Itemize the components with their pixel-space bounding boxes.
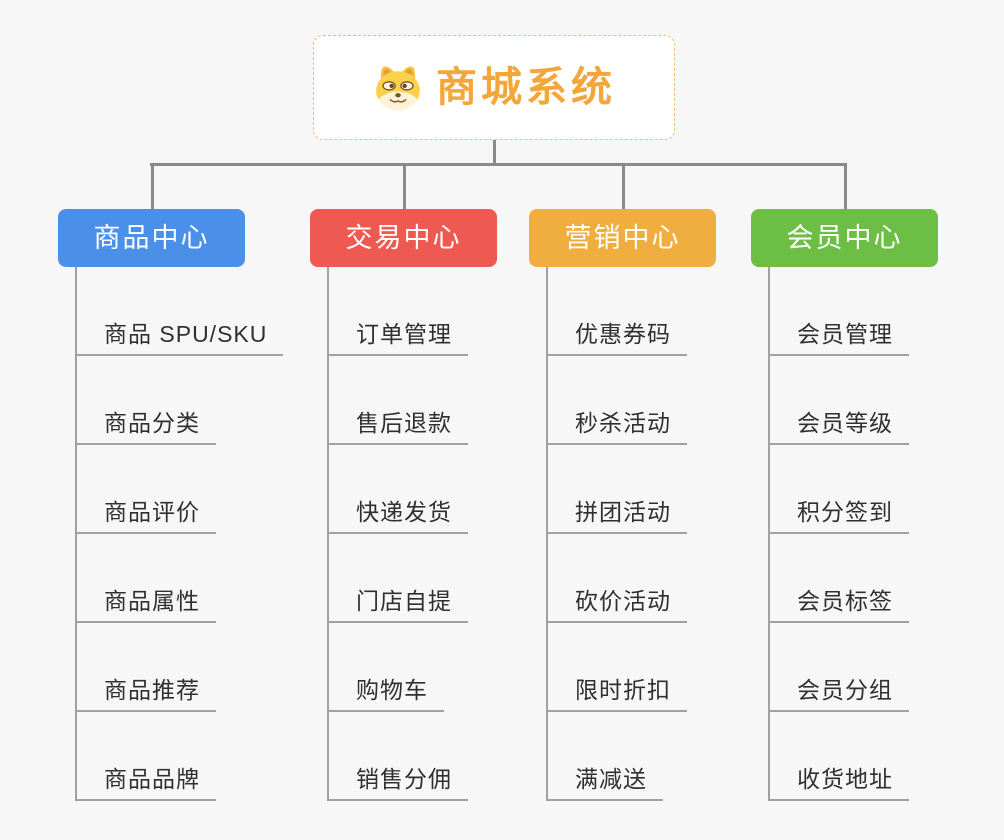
child-item-label: 会员管理 xyxy=(797,320,893,347)
child-item-product-center-4[interactable]: 商品属性 xyxy=(77,534,216,623)
child-item-member-center-3[interactable]: 积分签到 xyxy=(770,445,909,534)
branch-member-center: 会员中心会员管理会员等级积分签到会员标签会员分组收货地址 xyxy=(751,209,938,801)
child-item-label: 购物车 xyxy=(356,676,428,703)
child-item-marketing-center-4[interactable]: 砍价活动 xyxy=(548,534,687,623)
connector-root-stub xyxy=(493,140,496,165)
branch-product-center: 商品中心商品 SPU/SKU 商品分类商品评价商品属性商品推荐商品品牌 xyxy=(58,209,284,801)
branch-header-trade-center[interactable]: 交易中心 xyxy=(310,209,497,267)
child-item-label: 商品分类 xyxy=(104,409,200,436)
root-title: 商城系统 xyxy=(436,64,616,110)
child-item-label: 会员等级 xyxy=(797,409,893,436)
branch-marketing-center: 营销中心优惠券码秒杀活动拼团活动砍价活动限时折扣满减送 xyxy=(529,209,716,801)
child-item-member-center-2[interactable]: 会员等级 xyxy=(770,356,909,445)
branch-trade-center: 交易中心订单管理售后退款快递发货门店自提购物车销售分佣 xyxy=(310,209,497,801)
child-item-label: 会员标签 xyxy=(797,587,893,614)
child-item-label: 秒杀活动 xyxy=(575,409,671,436)
child-item-marketing-center-6[interactable]: 满减送 xyxy=(548,712,663,801)
branch-header-label: 商品中心 xyxy=(93,222,210,253)
branch-children-marketing-center: 优惠券码秒杀活动拼团活动砍价活动限时折扣满减送 xyxy=(546,267,716,801)
child-item-label: 优惠券码 xyxy=(575,320,671,347)
child-item-label: 商品属性 xyxy=(104,587,200,614)
branch-children-trade-center: 订单管理售后退款快递发货门店自提购物车销售分佣 xyxy=(327,267,497,801)
root-node[interactable]: 商城系统 xyxy=(313,35,675,140)
child-item-product-center-5[interactable]: 商品推荐 xyxy=(77,623,216,712)
child-item-trade-center-3[interactable]: 快递发货 xyxy=(329,445,468,534)
connector-drop-product-center xyxy=(151,163,154,209)
child-item-member-center-6[interactable]: 收货地址 xyxy=(770,712,909,801)
child-item-product-center-2[interactable]: 商品分类 xyxy=(77,356,216,445)
child-item-product-center-3[interactable]: 商品评价 xyxy=(77,445,216,534)
child-item-product-center-6[interactable]: 商品品牌 xyxy=(77,712,216,801)
child-item-trade-center-6[interactable]: 销售分佣 xyxy=(329,712,468,801)
child-item-marketing-center-3[interactable]: 拼团活动 xyxy=(548,445,687,534)
branch-header-product-center[interactable]: 商品中心 xyxy=(58,209,245,267)
branch-children-member-center: 会员管理会员等级积分签到会员标签会员分组收货地址 xyxy=(768,267,938,801)
child-item-label: 销售分佣 xyxy=(356,765,452,792)
branch-header-member-center[interactable]: 会员中心 xyxy=(751,209,938,267)
doge-icon xyxy=(372,64,424,111)
branch-children-product-center: 商品 SPU/SKU 商品分类商品评价商品属性商品推荐商品品牌 xyxy=(75,267,284,801)
branch-header-label: 营销中心 xyxy=(564,222,681,253)
child-item-label: 积分签到 xyxy=(797,498,893,525)
branch-header-marketing-center[interactable]: 营销中心 xyxy=(529,209,716,267)
child-item-label: 订单管理 xyxy=(356,320,452,347)
child-item-label: 砍价活动 xyxy=(575,587,671,614)
child-item-label: 拼团活动 xyxy=(575,498,671,525)
child-item-label: 商品 SPU/SKU xyxy=(104,320,268,347)
child-item-label: 会员分组 xyxy=(797,676,893,703)
child-item-label: 门店自提 xyxy=(356,587,452,614)
child-item-member-center-1[interactable]: 会员管理 xyxy=(770,267,909,356)
child-item-member-center-4[interactable]: 会员标签 xyxy=(770,534,909,623)
child-item-label: 商品评价 xyxy=(104,498,200,525)
child-item-label: 商品品牌 xyxy=(104,765,200,792)
child-item-label: 收货地址 xyxy=(797,765,893,792)
connector-drop-marketing-center xyxy=(622,163,625,209)
child-item-marketing-center-1[interactable]: 优惠券码 xyxy=(548,267,687,356)
connector-drop-member-center xyxy=(844,163,847,209)
child-item-label: 快递发货 xyxy=(356,498,452,525)
child-item-label: 限时折扣 xyxy=(575,676,671,703)
child-item-member-center-5[interactable]: 会员分组 xyxy=(770,623,909,712)
child-item-trade-center-2[interactable]: 售后退款 xyxy=(329,356,468,445)
child-item-marketing-center-2[interactable]: 秒杀活动 xyxy=(548,356,687,445)
child-item-label: 满减送 xyxy=(575,765,647,792)
child-item-trade-center-4[interactable]: 门店自提 xyxy=(329,534,468,623)
child-item-trade-center-5[interactable]: 购物车 xyxy=(329,623,444,712)
branch-header-label: 会员中心 xyxy=(786,222,903,253)
connector-drop-trade-center xyxy=(403,163,406,209)
branch-header-label: 交易中心 xyxy=(345,222,462,253)
child-item-marketing-center-5[interactable]: 限时折扣 xyxy=(548,623,687,712)
child-item-product-center-1[interactable]: 商品 SPU/SKU xyxy=(77,267,284,356)
child-item-label: 商品推荐 xyxy=(104,676,200,703)
child-item-label: 售后退款 xyxy=(356,409,452,436)
child-item-trade-center-1[interactable]: 订单管理 xyxy=(329,267,468,356)
connector-horizontal-line xyxy=(150,163,846,166)
